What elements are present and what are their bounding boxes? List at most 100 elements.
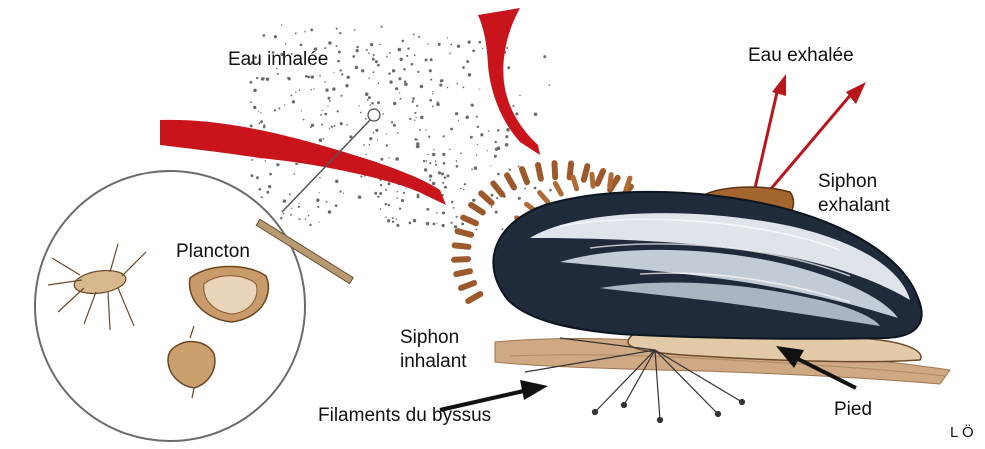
water-particle [324,81,326,83]
mantle-tentacle [455,245,469,246]
water-particle [480,133,483,136]
water-particle [251,159,253,161]
water-particle [303,119,305,121]
water-particle [463,189,464,190]
water-particle [425,58,428,61]
water-particle [435,160,437,162]
water-particle [251,174,254,177]
water-particle [337,60,340,63]
water-particle [412,100,414,102]
water-particle [276,163,279,166]
water-particle [290,94,292,96]
water-particle [299,89,301,91]
water-particle [250,81,253,84]
water-particle [409,118,411,120]
water-particle [412,97,415,100]
water-particle [368,53,370,55]
water-particle [464,183,466,185]
water-particle [470,136,473,139]
water-particle [356,49,359,52]
water-particle [311,89,313,91]
water-particle [454,225,457,228]
water-particle [326,201,328,203]
water-particle [471,103,474,106]
mantle-tentacle [493,184,502,195]
water-particle [506,128,510,132]
water-particle [377,139,378,140]
water-particle [294,173,296,175]
water-particle [472,199,475,202]
water-particle [321,124,323,126]
water-particle [339,32,341,34]
water-particle [416,139,418,141]
water-particle [288,77,291,80]
water-particle [463,87,465,89]
water-particle [324,113,327,116]
mantle-tentacle [458,231,472,235]
water-particle [399,208,401,210]
mantle-tentacle [522,169,527,182]
water-particle [322,110,323,111]
mantle-tentacle [592,174,593,186]
water-particle [380,158,383,161]
water-particle [494,141,496,143]
mantle-tentacle [468,294,480,301]
water-particle [414,112,416,114]
water-particle [256,176,259,179]
water-particle [361,69,364,72]
water-particle [363,144,365,146]
water-particle [261,120,263,122]
mantle-tentacle [597,171,603,184]
mantle-tentacle [570,164,572,178]
water-particle [341,73,343,75]
water-particle [283,213,285,215]
water-particle [451,222,453,224]
water-particle [365,92,369,96]
water-particle [465,116,468,119]
water-particle [419,129,421,131]
label-filaments-byssus: Filaments du byssus [318,404,491,428]
label-siphon-inhalant-2: inhalant [400,350,467,374]
mantle-tentacle [463,218,476,224]
water-particle [375,60,378,63]
water-particle [440,79,443,82]
water-particle [388,157,389,158]
water-particle [416,142,419,145]
water-particle [345,84,348,87]
water-particle [360,112,362,114]
water-particle [406,55,408,57]
water-particle [369,144,371,146]
water-particle [375,129,378,132]
water-particle [313,88,314,89]
water-particle [318,222,319,223]
water-particle [468,41,471,44]
water-particle [327,97,330,100]
water-particle [441,172,444,175]
water-particle [298,206,300,208]
water-particle [396,197,398,199]
water-particle [400,58,403,61]
water-particle [447,37,448,38]
water-particle [396,224,399,227]
water-particle [524,188,526,190]
water-particle [333,72,334,73]
water-particle [316,199,319,202]
water-particle [418,36,420,38]
water-particle [425,129,426,130]
water-particle [335,204,338,207]
water-particle [250,101,252,103]
water-particle [487,150,488,151]
inflow-arrow-top [478,8,540,155]
water-particle [490,165,491,166]
water-particle [458,120,459,121]
water-particle [413,34,415,36]
water-particle [505,135,508,138]
water-particle [404,82,406,84]
water-particle [365,154,366,155]
water-particle [289,193,291,195]
water-particle [444,176,446,178]
water-particle [433,149,434,150]
water-particle [482,48,483,49]
water-particle [339,69,341,71]
mantle-tentacle [538,165,541,179]
